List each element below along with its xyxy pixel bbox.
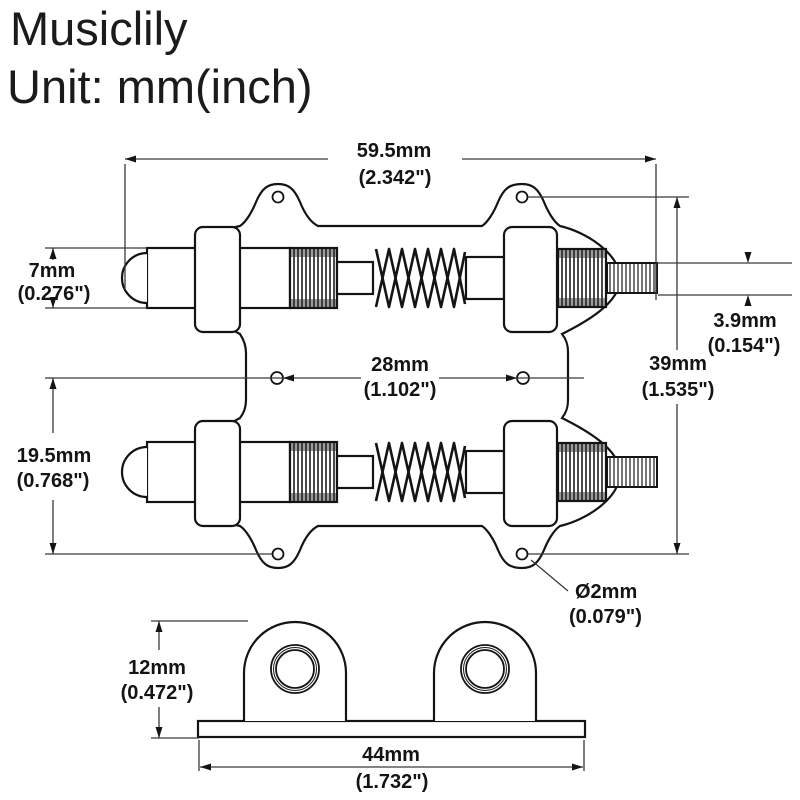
dim-hole-mm: Ø2mm xyxy=(575,581,637,603)
dim-thread-mm: 3.9mm xyxy=(713,310,776,332)
bottom-left-mount-hole xyxy=(271,547,285,561)
base-side-view: 12mm (0.472") 44mm (1.732") xyxy=(121,620,587,793)
dim-overall-inch: (2.342") xyxy=(359,167,432,189)
dimension-row-spacing: 19.5mm (0.768") xyxy=(17,377,272,555)
right-lug-ring-mid xyxy=(463,647,507,691)
dim-base-width-mm: 44mm xyxy=(362,744,420,766)
dim-vertical-spacing-inch: (1.535") xyxy=(642,379,715,401)
bottom-right-mount-hole xyxy=(515,547,529,561)
dimension-base-height: 12mm (0.472") xyxy=(121,620,248,739)
dim-peg-inch: (0.276") xyxy=(18,283,91,305)
left-lug-hole xyxy=(275,649,315,689)
left-lug-ring-mid xyxy=(273,647,317,691)
dim-center-spacing-mm: 28mm xyxy=(371,354,429,376)
dimension-base-width: 44mm (1.732") xyxy=(198,740,585,793)
dim-base-height-inch: (0.472") xyxy=(121,682,194,704)
base-plate xyxy=(196,719,587,739)
brand-title: Musiclily xyxy=(10,2,188,55)
dimension-center-hole-spacing: 28mm (1.102") xyxy=(53,354,584,401)
dim-overall-mm: 59.5mm xyxy=(357,140,432,162)
dimension-thread-diameter: 3.9mm (0.154") xyxy=(658,252,792,357)
dimension-overall-length: 59.5mm (2.342") xyxy=(124,140,657,300)
top-left-mount-hole xyxy=(271,190,285,204)
dim-vertical-spacing-mm: 39mm xyxy=(649,353,707,375)
dim-center-spacing-inch: (1.102") xyxy=(364,379,437,401)
unit-label: Unit: mm(inch) xyxy=(7,60,313,113)
dimension-mount-hole-diameter: Ø2mm (0.079") xyxy=(530,559,642,628)
dim-row-inch: (0.768") xyxy=(17,470,90,492)
dim-thread-inch: (0.154") xyxy=(708,335,781,357)
dimension-peg-diameter: 7mm (0.276") xyxy=(18,247,147,309)
dim-row-mm: 19.5mm xyxy=(17,445,92,467)
top-right-mount-hole xyxy=(515,190,529,204)
dimension-vertical-hole-spacing: 39mm (1.535") xyxy=(528,196,715,555)
dim-base-height-mm: 12mm xyxy=(128,657,186,679)
dim-hole-inch: (0.079") xyxy=(569,606,642,628)
right-lug-hole xyxy=(465,649,505,689)
dim-peg-mm: 7mm xyxy=(29,260,76,282)
dim-base-width-inch: (1.732") xyxy=(356,771,429,793)
front-view: 59.5mm (2.342") 7mm (0.276") 19.5mm (0.7… xyxy=(17,140,792,628)
